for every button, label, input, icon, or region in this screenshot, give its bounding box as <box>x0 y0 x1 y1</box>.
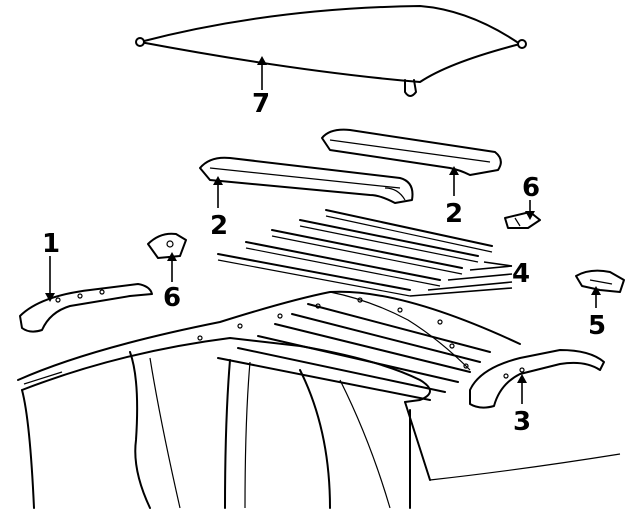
roof-air-deflector-rear <box>321 128 502 176</box>
bracket-left <box>147 232 187 259</box>
vehicle-roof <box>17 290 621 509</box>
net-hook-right <box>517 39 527 49</box>
rack-support-left <box>19 283 153 333</box>
callout-6-right: 6 <box>522 173 540 203</box>
roof-air-deflector-front <box>199 156 414 204</box>
cargo-net <box>135 5 527 97</box>
net-hook-left <box>135 37 145 47</box>
callout-4: 4 <box>512 259 530 289</box>
callout-3: 3 <box>513 407 531 437</box>
roof-strips <box>217 209 493 297</box>
callout-1: 1 <box>42 229 60 259</box>
callout-5: 5 <box>588 311 606 341</box>
callout-2-rear: 2 <box>445 199 463 229</box>
leader-lines <box>45 56 601 404</box>
rack-support-right <box>469 349 605 409</box>
callout-6-left: 6 <box>163 283 181 313</box>
bracket-5 <box>575 269 625 293</box>
callout-2-front: 2 <box>210 211 228 241</box>
bracket-right <box>504 211 541 229</box>
callout-labels: 7 2 2 6 6 1 4 5 3 <box>42 89 606 437</box>
callout-7: 7 <box>252 89 270 119</box>
net-hook-bottom <box>404 79 417 97</box>
